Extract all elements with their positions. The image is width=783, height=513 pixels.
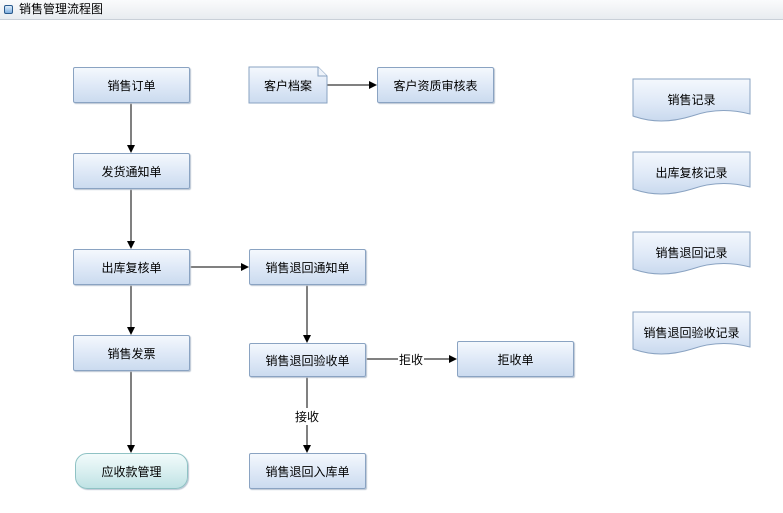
node-reject-form[interactable]: 拒收单 xyxy=(457,341,574,377)
record-shapes xyxy=(632,78,751,355)
outbound-record-shape xyxy=(632,151,751,195)
edge-label-reject: 拒收 xyxy=(398,351,425,368)
node-receivables-mgmt[interactable]: 应收款管理 xyxy=(75,453,188,489)
node-outbound-review-form[interactable]: 出库复核单 xyxy=(73,249,190,285)
return-record-shape xyxy=(632,231,751,275)
record-return-inspection[interactable]: 销售退回验收记录 xyxy=(643,325,740,340)
node-sales-order[interactable]: 销售订单 xyxy=(73,67,190,103)
window-title: 销售管理流程图 xyxy=(19,2,104,16)
node-return-notice[interactable]: 销售退回通知单 xyxy=(249,249,366,285)
sales-record-shape xyxy=(632,78,751,122)
record-sales-return[interactable]: 销售退回记录 xyxy=(655,245,728,260)
customer-file-shape xyxy=(248,66,328,104)
node-delivery-notice[interactable]: 发货通知单 xyxy=(73,153,190,189)
edge-label-accept: 接收 xyxy=(294,408,321,425)
node-return-inbound[interactable]: 销售退回入库单 xyxy=(249,453,366,489)
node-customer-qualification[interactable]: 客户资质审核表 xyxy=(377,67,494,103)
window-titlebar: 销售管理流程图 xyxy=(0,0,783,20)
record-sales[interactable]: 销售记录 xyxy=(667,92,716,107)
node-return-inspection[interactable]: 销售退回验收单 xyxy=(249,343,366,377)
record-outbound-review[interactable]: 出库复核记录 xyxy=(655,165,728,180)
node-sales-invoice[interactable]: 销售发票 xyxy=(73,335,190,371)
window-icon xyxy=(4,5,13,14)
return-inspection-record-shape xyxy=(632,311,751,355)
node-customer-file[interactable]: 客户档案 xyxy=(263,78,312,93)
